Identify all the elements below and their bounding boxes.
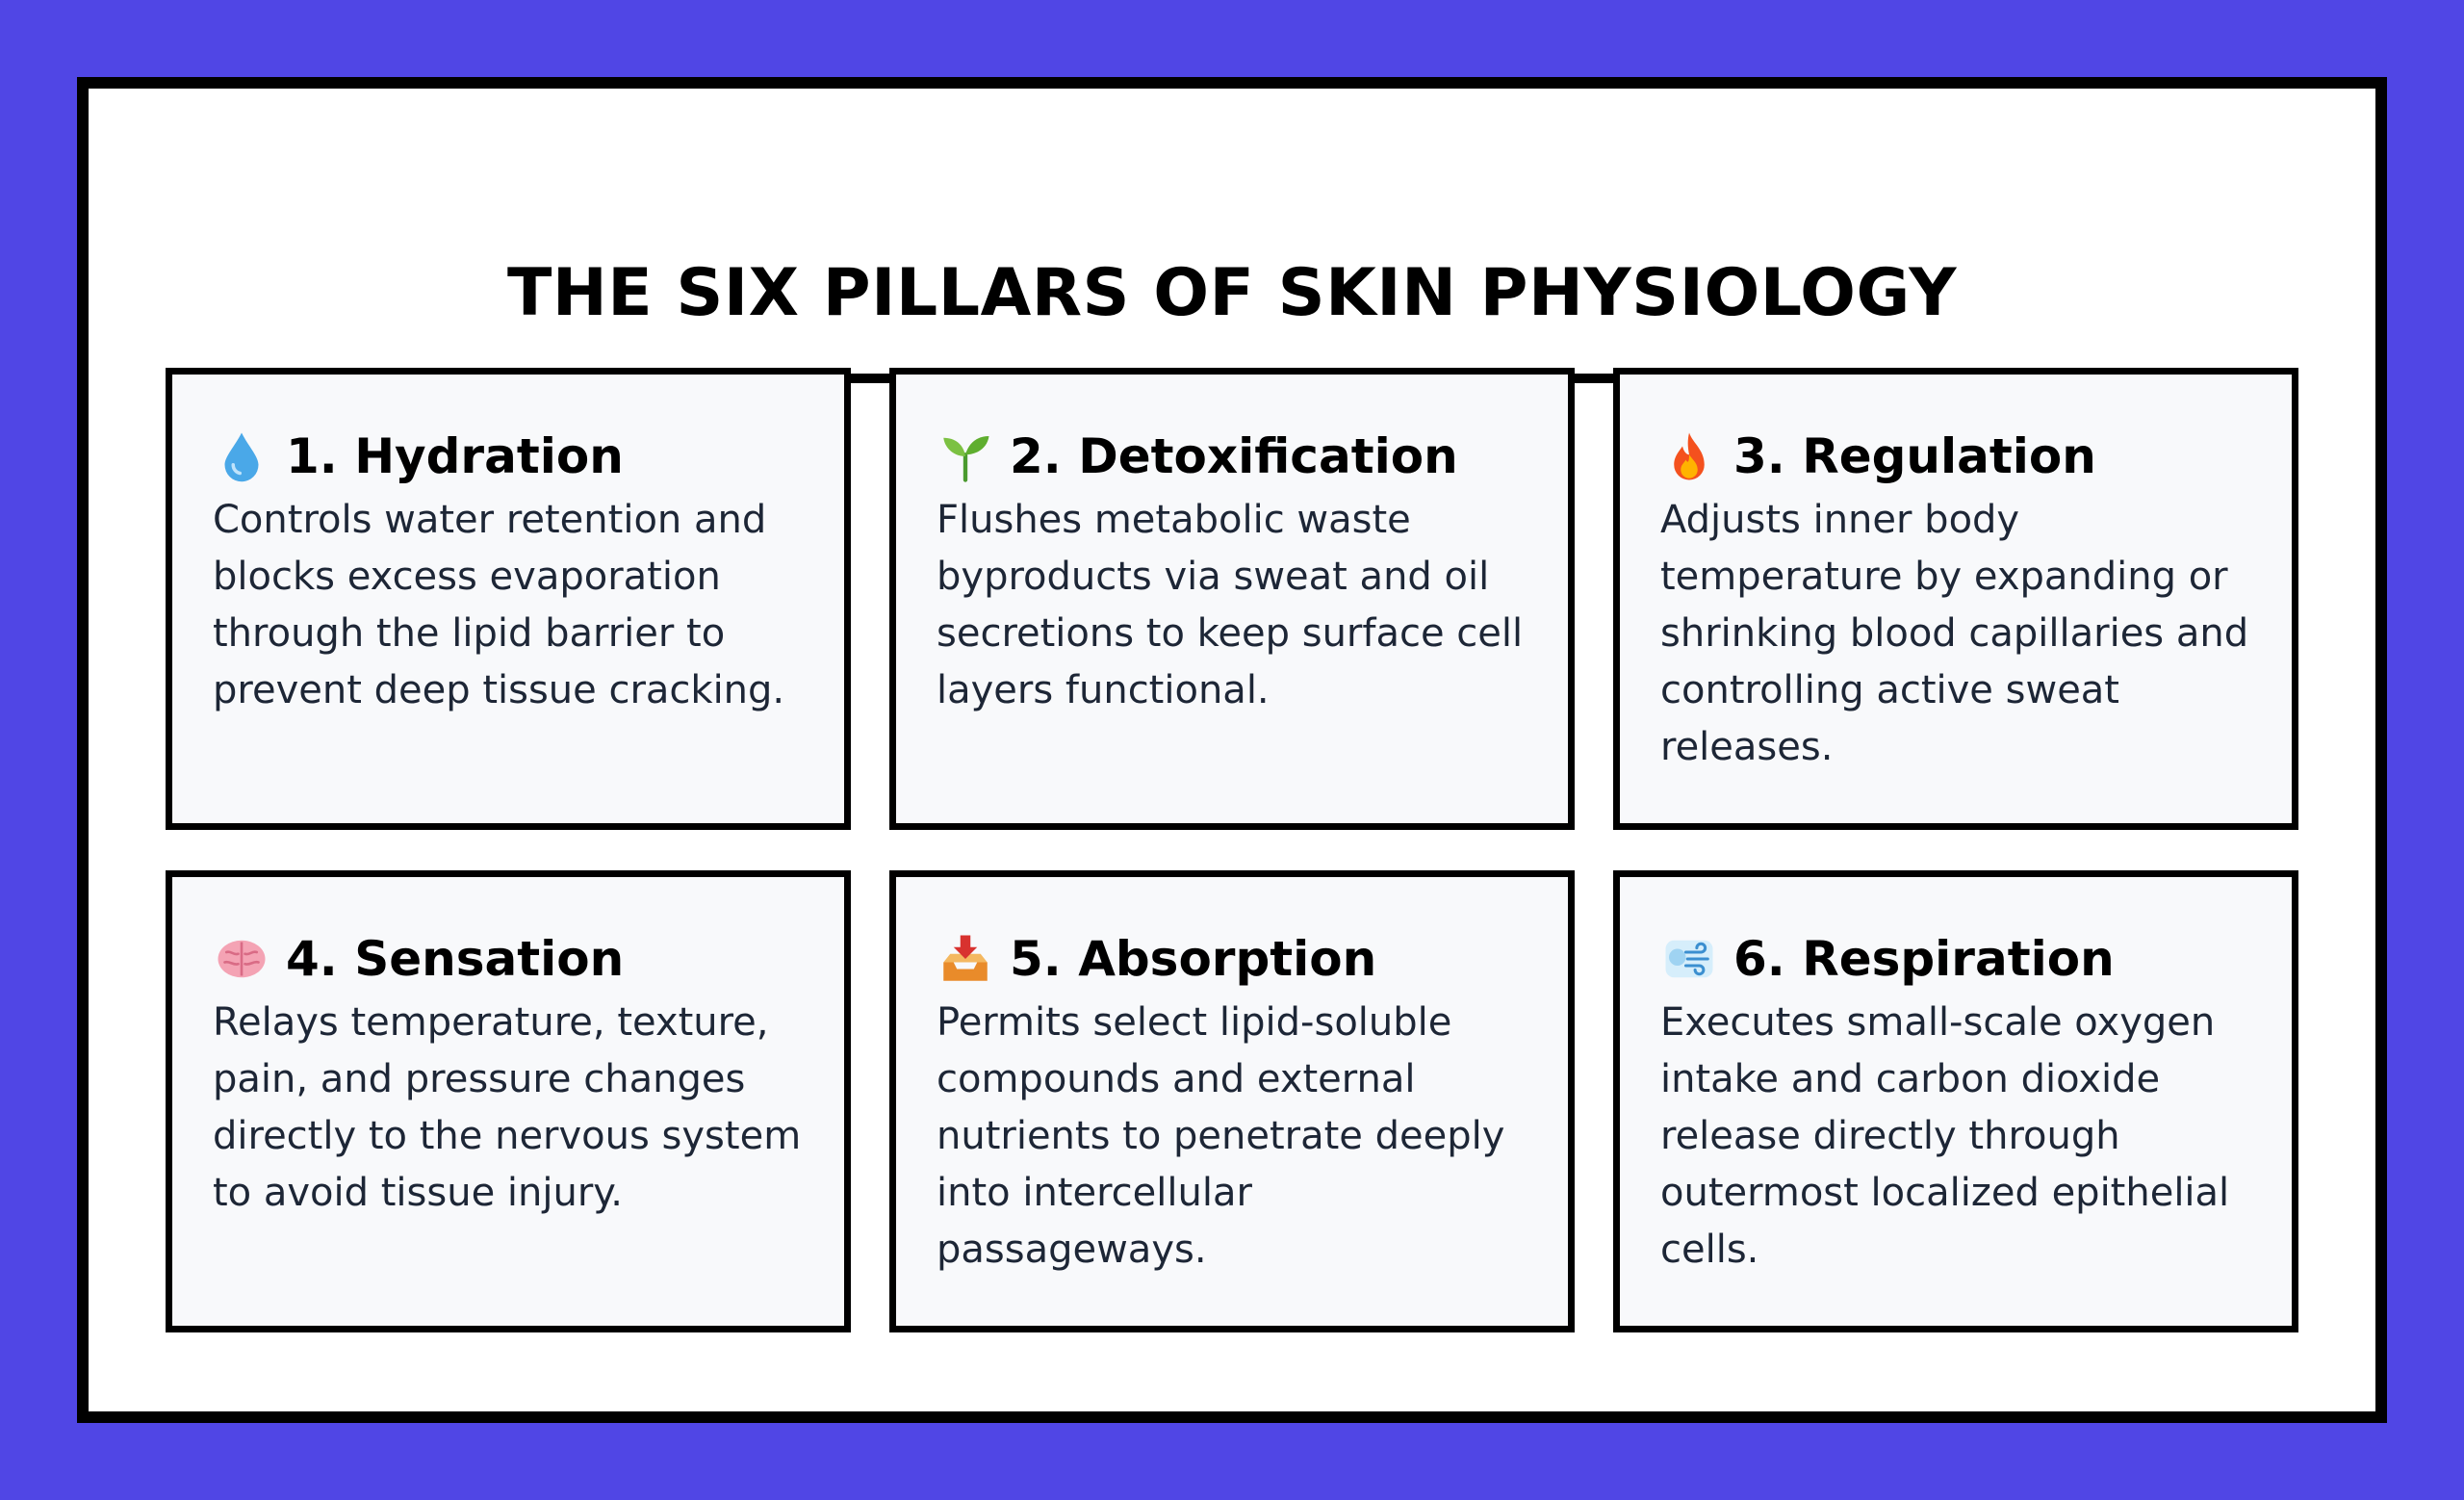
card-description: Controls water retention and blocks exce…: [213, 498, 785, 712]
card-description: Permits select lipid-soluble compounds a…: [937, 1000, 1505, 1272]
card-description: Executes small-scale oxygen intake and c…: [1660, 1000, 2230, 1272]
pillar-card-detoxification: 2. Detoxification Flushes metabolic wast…: [889, 368, 1575, 830]
card-header: 4. Sensation: [213, 923, 806, 995]
card-header: 3. Regulation: [1660, 421, 2253, 492]
wind-blowing-icon: [1660, 930, 1718, 988]
card-header: 2. Detoxification: [937, 421, 1529, 492]
page-title: THE SIX PILLARS OF SKIN PHYSIOLOGY: [506, 255, 1958, 331]
fire-icon: [1660, 427, 1718, 485]
pillar-card-respiration: 6. Respiration Executes small-scale oxyg…: [1613, 870, 2298, 1332]
inbox-tray-icon: [937, 930, 994, 988]
card-title: 3. Regulation: [1733, 428, 2096, 484]
infographic-panel: THE SIX PILLARS OF SKIN PHYSIOLOGY 1. Hy…: [77, 77, 2387, 1423]
pillar-card-sensation: 4. Sensation Relays temperature, texture…: [166, 870, 851, 1332]
brain-icon: [213, 930, 270, 988]
card-header: 1. Hydration: [213, 421, 806, 492]
card-title: 4. Sensation: [286, 931, 625, 987]
card-title: 2. Detoxification: [1010, 428, 1458, 484]
card-description: Relays temperature, texture, pain, and p…: [213, 1000, 802, 1215]
card-title: 6. Respiration: [1733, 931, 2115, 987]
card-description: Flushes metabolic waste byproducts via s…: [937, 498, 1524, 712]
card-title: 1. Hydration: [286, 428, 624, 484]
seedling-icon: [937, 427, 994, 485]
pillar-card-regulation: 3. Regulation Adjusts inner body tempera…: [1613, 368, 2298, 830]
pillar-card-absorption: 5. Absorption Permits select lipid-solub…: [889, 870, 1575, 1332]
card-title: 5. Absorption: [1010, 931, 1377, 987]
pillar-card-hydration: 1. Hydration Controls water retention an…: [166, 368, 851, 830]
card-header: 5. Absorption: [937, 923, 1529, 995]
card-description: Adjusts inner body temperature by expand…: [1660, 498, 2249, 769]
card-header: 6. Respiration: [1660, 923, 2253, 995]
water-drop-icon: [213, 427, 270, 485]
